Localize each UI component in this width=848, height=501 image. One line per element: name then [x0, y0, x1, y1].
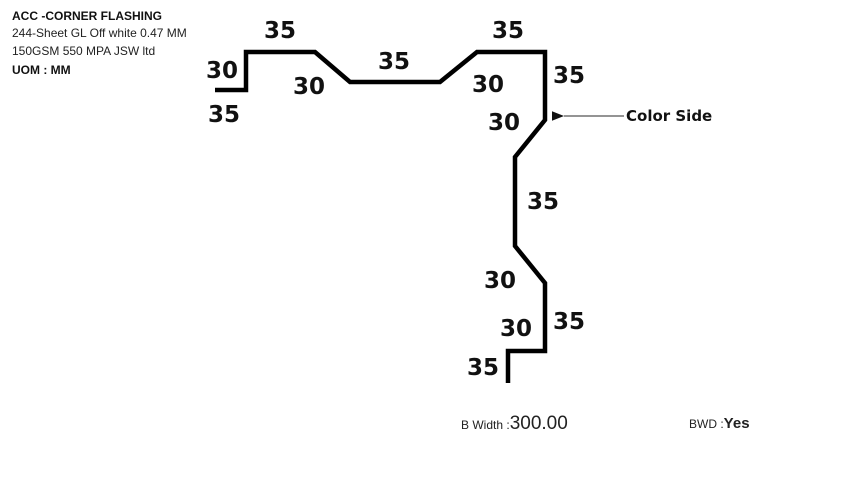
dimension-label: 35	[553, 63, 585, 89]
b-width-value: 300.00	[509, 413, 568, 434]
dimension-label: 35	[527, 189, 559, 215]
color-side-label: Color Side	[626, 107, 712, 125]
dimension-label: 35	[467, 355, 499, 381]
dimension-label: 30	[488, 110, 520, 136]
b-width-label: B Width :	[461, 418, 510, 432]
uom-label: UOM : MM	[12, 63, 71, 77]
dimension-label: 35	[492, 18, 524, 44]
dimension-label: 35	[553, 309, 585, 335]
product-info: ACC -CORNER FLASHING 244-Sheet GL Off wh…	[12, 9, 202, 80]
dimension-label: 30	[500, 316, 532, 342]
dimension-label: 30	[293, 74, 325, 100]
b-width-field: B Width :300.00	[461, 413, 568, 435]
dimension-label: 30	[206, 58, 238, 84]
bwd-field: BWD :Yes	[689, 415, 750, 432]
dimension-label: 35	[378, 49, 410, 75]
product-title: ACC -CORNER FLASHING	[12, 9, 162, 23]
bwd-label: BWD :	[689, 417, 724, 431]
product-description: 244-Sheet GL Off white 0.47 MM 150GSM 55…	[12, 26, 187, 58]
bwd-value: Yes	[723, 415, 750, 432]
dimension-label: 30	[472, 72, 504, 98]
dimension-label: 30	[484, 268, 516, 294]
dimension-label: 35	[208, 102, 240, 128]
dimension-label: 35	[264, 18, 296, 44]
flashing-profile-line	[215, 49, 548, 383]
